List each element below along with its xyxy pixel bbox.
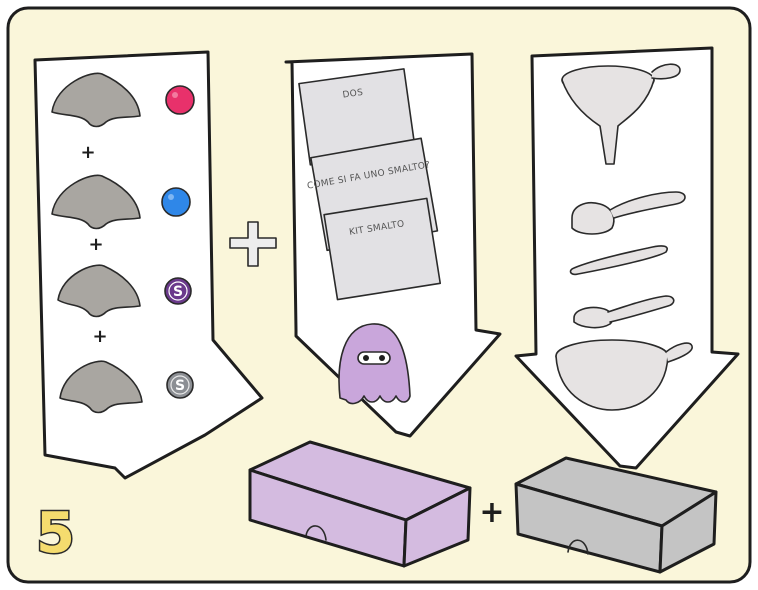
blue-glitter-jar-icon (162, 188, 190, 216)
svg-text:S: S (175, 378, 185, 394)
left-plus-3: + (92, 326, 107, 347)
sheet-kit-smalto: KIT SMALTO (324, 198, 440, 299)
left-plus-1: + (80, 142, 95, 163)
silver-s-badge-icon: S (167, 372, 193, 398)
step-number: 5 (36, 501, 75, 566)
purple-s-badge-icon: S (165, 278, 191, 304)
svg-text:S: S (173, 284, 183, 300)
small-plus: + (479, 495, 504, 530)
left-plus-2: + (88, 234, 103, 255)
pink-glitter-jar-icon (166, 86, 194, 114)
